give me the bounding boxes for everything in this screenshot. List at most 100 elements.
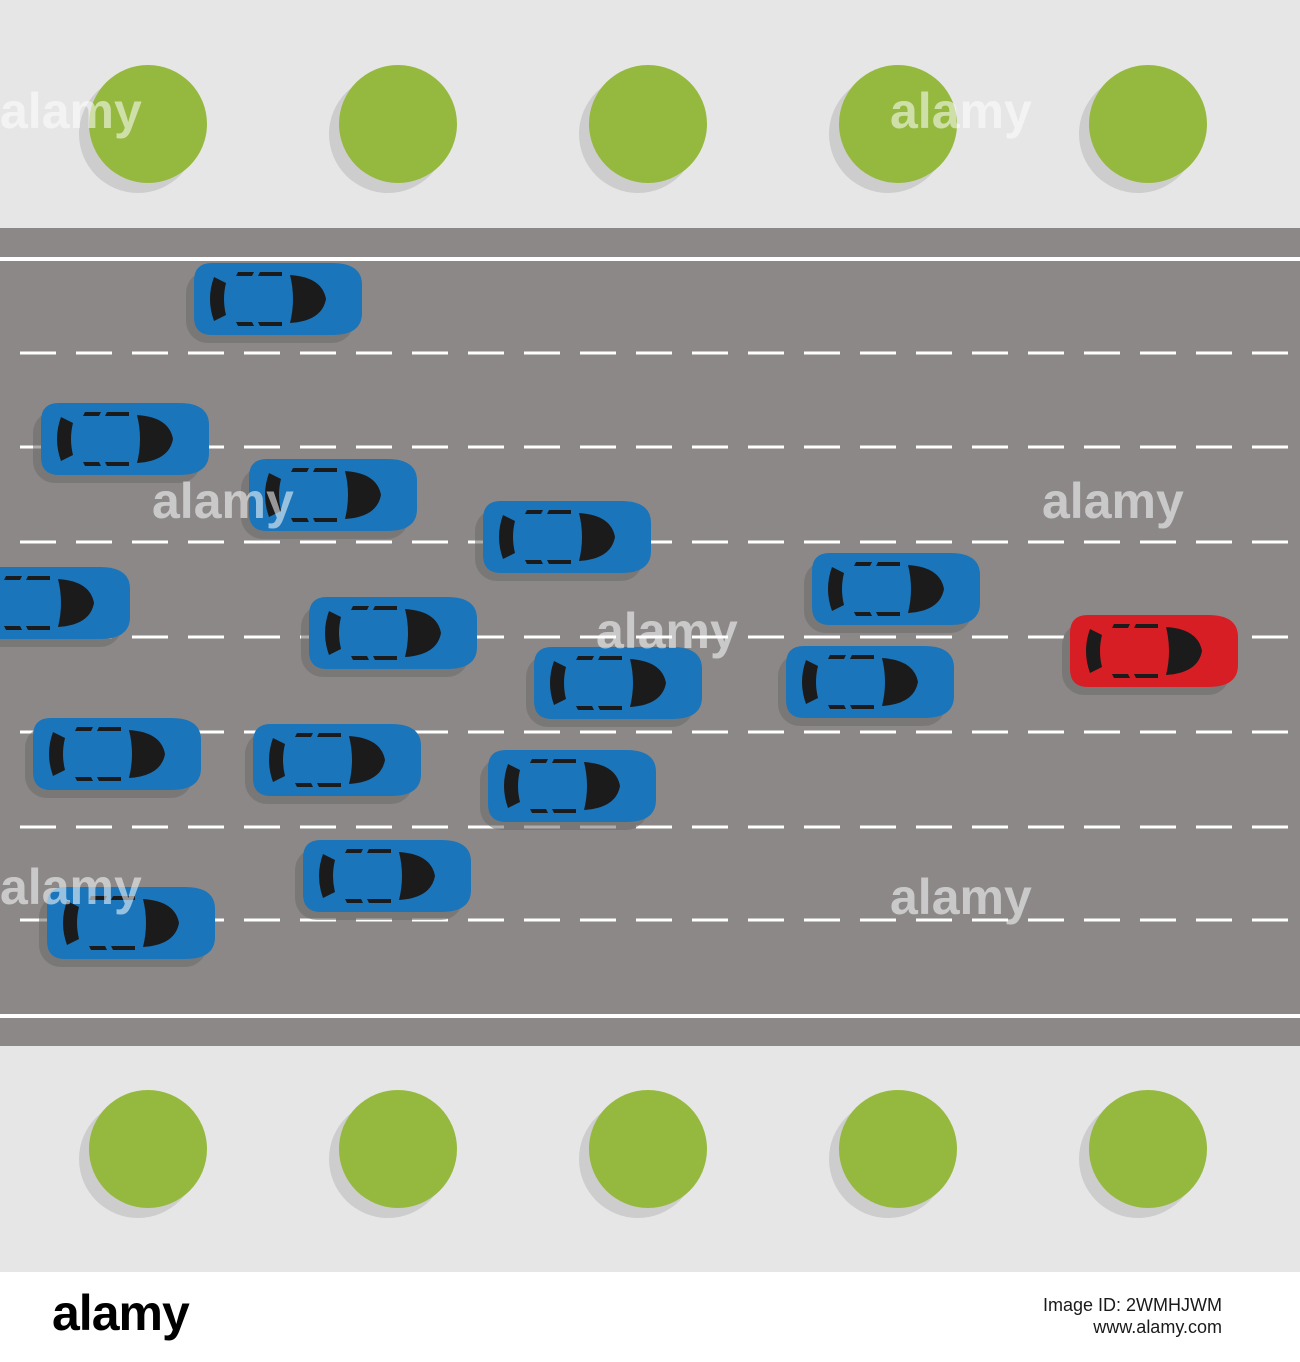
car-side-window-top	[83, 412, 129, 416]
tree-top-2	[339, 65, 457, 183]
blue-car-1	[186, 263, 362, 343]
car-windshield	[579, 513, 615, 561]
car-side-window-bottom	[291, 518, 337, 522]
car-side-window-top	[854, 562, 900, 566]
car-rear-window	[504, 764, 520, 808]
car-rear-window	[269, 738, 285, 782]
car-body	[786, 646, 954, 718]
car-rear-window	[57, 417, 73, 461]
car-windshield	[630, 659, 666, 707]
stock-logo: alamy	[52, 1285, 190, 1341]
car-rear-window	[1086, 629, 1102, 673]
stock-footer-bar: alamy Image ID: 2WMHJWM www.alamy.com	[0, 1272, 1300, 1362]
tree-top-4	[839, 65, 957, 183]
blue-car-11	[245, 724, 421, 804]
car-rear-window	[210, 277, 226, 321]
car-side-window-bottom	[89, 946, 135, 950]
car-side-window-bottom	[83, 462, 129, 466]
car-rear-window	[325, 611, 341, 655]
car-rear-window	[550, 661, 566, 705]
tree-bottom-5	[1089, 1090, 1207, 1208]
watermark-text: alamy	[890, 869, 1032, 925]
blue-car-4	[475, 501, 651, 581]
car-side-window-top	[576, 656, 622, 660]
blue-car-12	[480, 750, 656, 830]
blue-car-14	[39, 887, 215, 967]
car-side-window-bottom	[828, 705, 874, 709]
car-body	[1070, 615, 1238, 687]
car-windshield	[908, 565, 944, 613]
car-side-window-top	[295, 733, 341, 737]
car-side-window-bottom	[576, 706, 622, 710]
car-body	[483, 501, 651, 573]
watermark-text: alamy	[890, 83, 1032, 139]
highway-traffic-illustration: alamy alamy alamy alamy alamy alamy alamy	[0, 65, 1300, 1218]
watermark-text: alamy	[0, 83, 142, 139]
car-side-window-top	[236, 272, 282, 276]
car-side-window-top	[75, 727, 121, 731]
watermark-text: alamy	[152, 473, 294, 529]
car-body	[33, 718, 201, 790]
car-windshield	[1166, 627, 1202, 675]
car-body	[309, 597, 477, 669]
tree-bottom-3	[589, 1090, 707, 1208]
car-side-window-bottom	[351, 656, 397, 660]
tree-bottom-4	[839, 1090, 957, 1208]
car-side-window-top	[4, 576, 50, 580]
blue-car-5	[0, 567, 130, 647]
car-windshield	[129, 730, 165, 778]
image-id-text: Image ID: 2WMHJWM	[1042, 1295, 1222, 1315]
car-side-window-top	[525, 510, 571, 514]
car-body	[194, 263, 362, 335]
car-windshield	[399, 852, 435, 900]
car-body	[812, 553, 980, 625]
tree-top-5	[1089, 65, 1207, 183]
stock-meta: Image ID: 2WMHJWM www.alamy.com	[1043, 1294, 1222, 1338]
car-windshield	[143, 899, 179, 947]
car-side-window-top	[89, 896, 135, 900]
watermark-text: alamy	[0, 859, 142, 915]
car-windshield	[345, 471, 381, 519]
car-side-window-bottom	[525, 560, 571, 564]
watermark-text: alamy	[1042, 473, 1184, 529]
blue-car-2	[33, 403, 209, 483]
watermark-text: alamy	[596, 603, 738, 659]
car-body	[47, 887, 215, 959]
blue-car-3	[241, 459, 417, 539]
car-side-window-bottom	[4, 626, 50, 630]
car-rear-window	[499, 515, 515, 559]
car-side-window-bottom	[75, 777, 121, 781]
blue-car-6	[804, 553, 980, 633]
car-body	[253, 724, 421, 796]
car-body	[41, 403, 209, 475]
car-side-window-bottom	[295, 783, 341, 787]
car-side-window-top	[345, 849, 391, 853]
car-windshield	[349, 736, 385, 784]
tree-top-3	[589, 65, 707, 183]
car-rear-window	[63, 901, 79, 945]
car-side-window-top	[828, 655, 874, 659]
car-side-window-bottom	[854, 612, 900, 616]
car-body	[488, 750, 656, 822]
car-windshield	[405, 609, 441, 657]
car-side-window-top	[291, 468, 337, 472]
blue-car-13	[295, 840, 471, 920]
blue-car-10	[25, 718, 201, 798]
blue-car-8	[526, 647, 702, 727]
car-side-window-top	[351, 606, 397, 610]
car-windshield	[882, 658, 918, 706]
car-side-window-top	[530, 759, 576, 763]
blue-car-9	[778, 646, 954, 726]
car-body	[303, 840, 471, 912]
car-windshield	[58, 579, 94, 627]
car-side-window-bottom	[1112, 674, 1158, 678]
watermark-layer: alamy alamy alamy alamy alamy alamy alamy	[0, 83, 1184, 925]
car-side-window-top	[1112, 624, 1158, 628]
car-body	[249, 459, 417, 531]
car-rear-window	[802, 660, 818, 704]
traffic-cars	[0, 263, 1238, 967]
car-side-window-bottom	[345, 899, 391, 903]
car-side-window-bottom	[530, 809, 576, 813]
car-rear-window	[49, 732, 65, 776]
blue-car-7	[301, 597, 477, 677]
